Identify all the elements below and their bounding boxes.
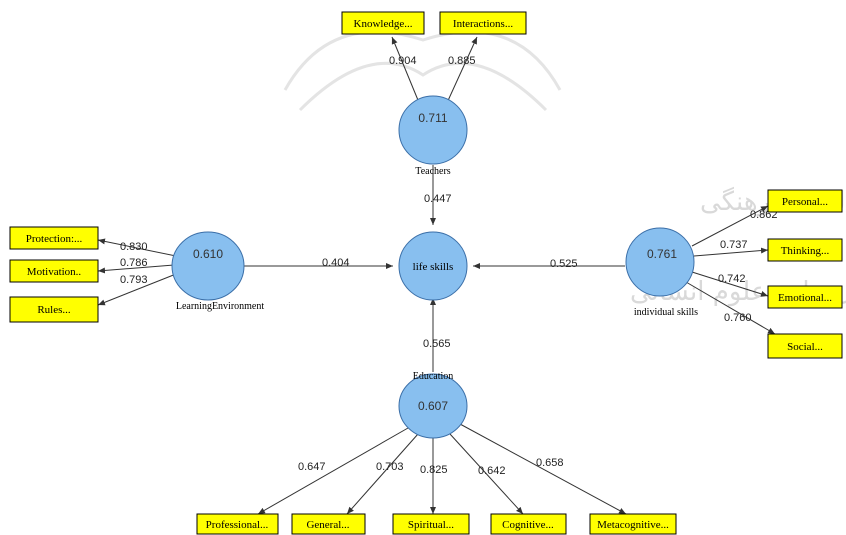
loading-professional: 0.647 <box>298 461 326 473</box>
indicator-social: Social... <box>767 333 843 359</box>
construct-individual-label: individual skills <box>634 307 698 318</box>
loading-rules: 0.793 <box>120 274 148 286</box>
construct-learning-environment: 0.610 LearningEnvironment <box>171 231 265 312</box>
loading-line-social <box>685 281 776 335</box>
construct-individual-value: 0.761 <box>647 247 677 261</box>
indicator-protection: Protection:... <box>9 226 99 250</box>
loading-cognitive: 0.642 <box>478 465 506 477</box>
loading-interactions: 0.885 <box>448 55 476 67</box>
loading-line-thinking <box>693 247 769 257</box>
loading-line-rules <box>97 273 177 306</box>
construct-education: 0.607 Education <box>398 371 468 439</box>
indicator-general: General... <box>291 513 366 535</box>
svg-text:Professional...: Professional... <box>206 519 269 531</box>
loading-line-professional <box>257 427 409 515</box>
loading-line-general <box>346 433 419 515</box>
loading-knowledge: 0.904 <box>389 55 417 67</box>
indicator-emotional: Emotional... <box>767 285 843 309</box>
loading-motivation: 0.786 <box>120 257 148 269</box>
construct-individual-skills: 0.761 individual skills <box>625 227 698 318</box>
loading-spiritual: 0.825 <box>420 464 448 476</box>
svg-text:Metacognitive...: Metacognitive... <box>597 519 669 531</box>
path-coef-teachers: 0.447 <box>424 193 452 205</box>
svg-text:Personal...: Personal... <box>782 196 828 208</box>
loading-line-protection <box>97 238 177 257</box>
loading-emotional: 0.742 <box>718 273 746 285</box>
svg-text:Emotional...: Emotional... <box>778 292 832 304</box>
construct-learning-value: 0.610 <box>193 247 223 261</box>
construct-education-value: 0.607 <box>418 399 448 413</box>
loading-line-emotional <box>691 271 769 297</box>
construct-teachers-value: 0.711 <box>418 111 447 125</box>
path-coef-learning: 0.404 <box>322 257 350 269</box>
svg-text:Protection:...: Protection:... <box>26 233 83 245</box>
indicator-thinking: Thinking... <box>767 238 843 262</box>
svg-text:Rules...: Rules... <box>37 304 71 316</box>
loading-general: 0.703 <box>376 461 404 473</box>
loading-social: 0.760 <box>724 312 752 324</box>
loading-protection: 0.830 <box>120 241 148 253</box>
loading-line-motivation <box>97 264 175 274</box>
svg-text:Interactions...: Interactions... <box>453 18 513 30</box>
construct-life-skills-label: life skills <box>413 261 454 273</box>
indicator-spiritual: Spiritual... <box>392 513 470 535</box>
loading-thinking: 0.737 <box>720 239 748 251</box>
indicator-personal: Personal... <box>767 189 843 213</box>
svg-text:Spiritual...: Spiritual... <box>408 519 454 531</box>
loading-line-cognitive <box>449 433 524 515</box>
loading-metacognitive: 0.658 <box>536 457 564 469</box>
construct-teachers: 0.711 Teachers <box>398 95 468 177</box>
indicator-metacognitive: Metacognitive... <box>589 513 677 535</box>
svg-text:Cognitive...: Cognitive... <box>502 519 554 531</box>
svg-text:Social...: Social... <box>787 341 823 353</box>
loading-line-personal <box>691 205 769 247</box>
path-coef-education: 0.565 <box>423 338 451 350</box>
indicator-rules: Rules... <box>9 296 99 323</box>
indicator-knowledge: Knowledge... <box>341 11 425 35</box>
indicator-interactions: Interactions... <box>439 11 527 35</box>
construct-life-skills: life skills <box>398 231 468 301</box>
svg-text:Motivation..: Motivation.. <box>27 266 82 278</box>
indicator-cognitive: Cognitive... <box>490 513 567 535</box>
svg-text:Knowledge...: Knowledge... <box>354 18 413 30</box>
indicator-motivation: Motivation.. <box>9 259 99 283</box>
loading-line-metacognitive <box>459 423 627 515</box>
svg-text:General...: General... <box>306 519 349 531</box>
loading-line-interactions <box>445 36 478 106</box>
construct-teachers-label: Teachers <box>415 166 450 177</box>
construct-learning-label: LearningEnvironment <box>176 301 265 312</box>
indicator-professional: Professional... <box>196 513 279 535</box>
svg-text:Thinking...: Thinking... <box>781 245 830 257</box>
loading-line-knowledge <box>391 36 421 106</box>
construct-education-label: Education <box>413 371 454 382</box>
path-coef-individual: 0.525 <box>550 258 578 270</box>
